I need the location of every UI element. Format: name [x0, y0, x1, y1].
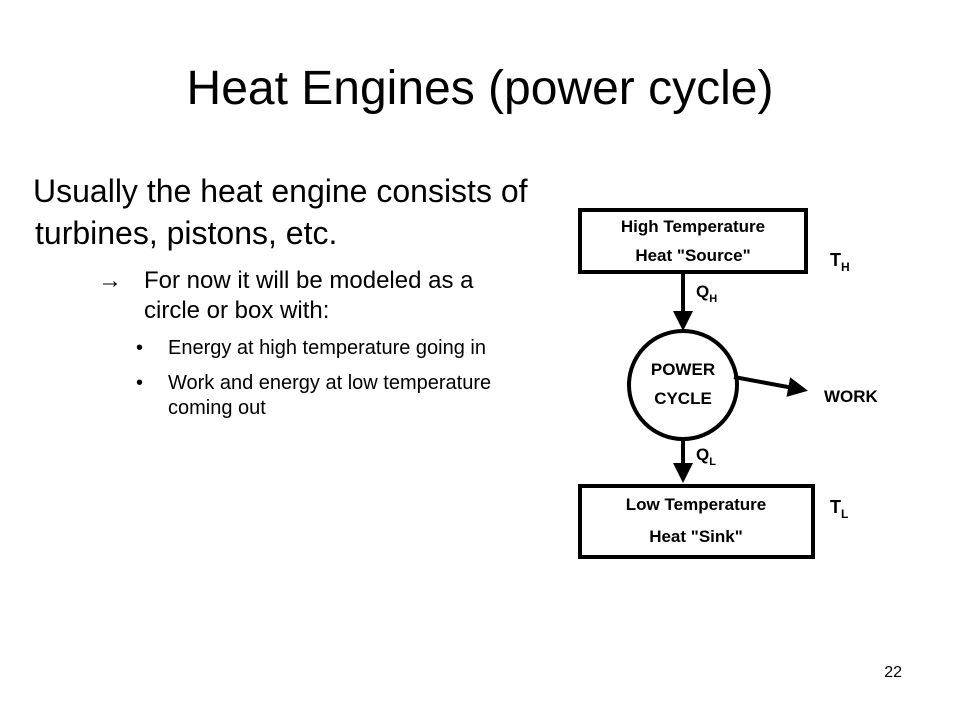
bullet-text: Work and energy at low temperature comin… — [168, 372, 492, 419]
sub-point-text: For now it will be modeled as a circle o… — [144, 267, 474, 324]
sink-line1: Low Temperature — [626, 495, 766, 514]
main-point: Usually the heat engine consists of turb… — [33, 173, 528, 251]
bullet-item: • Energy at high temperature going in — [136, 336, 528, 361]
source-line1: High Temperature — [621, 217, 765, 236]
ql-label: QL — [696, 445, 716, 468]
bullet-text: Energy at high temperature going in — [168, 337, 486, 359]
power-cycle-circle — [627, 329, 739, 441]
arrow-right-icon: → — [98, 267, 122, 294]
tl-label: TL — [830, 497, 848, 521]
work-label: WORK — [824, 387, 879, 406]
sub-point: → For now it will be modeled as a circle… — [98, 266, 528, 326]
bullet-icon: • — [136, 372, 144, 394]
slide-body: Usually the heat engine consists of turb… — [28, 170, 528, 421]
sink-line2: Heat "Sink" — [649, 527, 743, 546]
heat-source-box — [578, 208, 808, 274]
work-arrow — [733, 375, 808, 397]
slide-title: Heat Engines (power cycle) — [186, 62, 774, 115]
cycle-line2: CYCLE — [654, 389, 712, 408]
bullet-icon: • — [136, 337, 144, 359]
th-label: TH — [830, 250, 850, 274]
heat-sink-box — [578, 484, 815, 559]
bullet-item: • Work and energy at low temperature com… — [136, 371, 528, 421]
heat-engine-diagram: High Temperature Heat "Source" TH QH POW… — [578, 208, 879, 559]
source-line2: Heat "Source" — [635, 246, 750, 265]
page-number: 22 — [884, 664, 902, 681]
qh-label: QH — [696, 282, 717, 305]
cycle-line1: POWER — [651, 360, 715, 379]
